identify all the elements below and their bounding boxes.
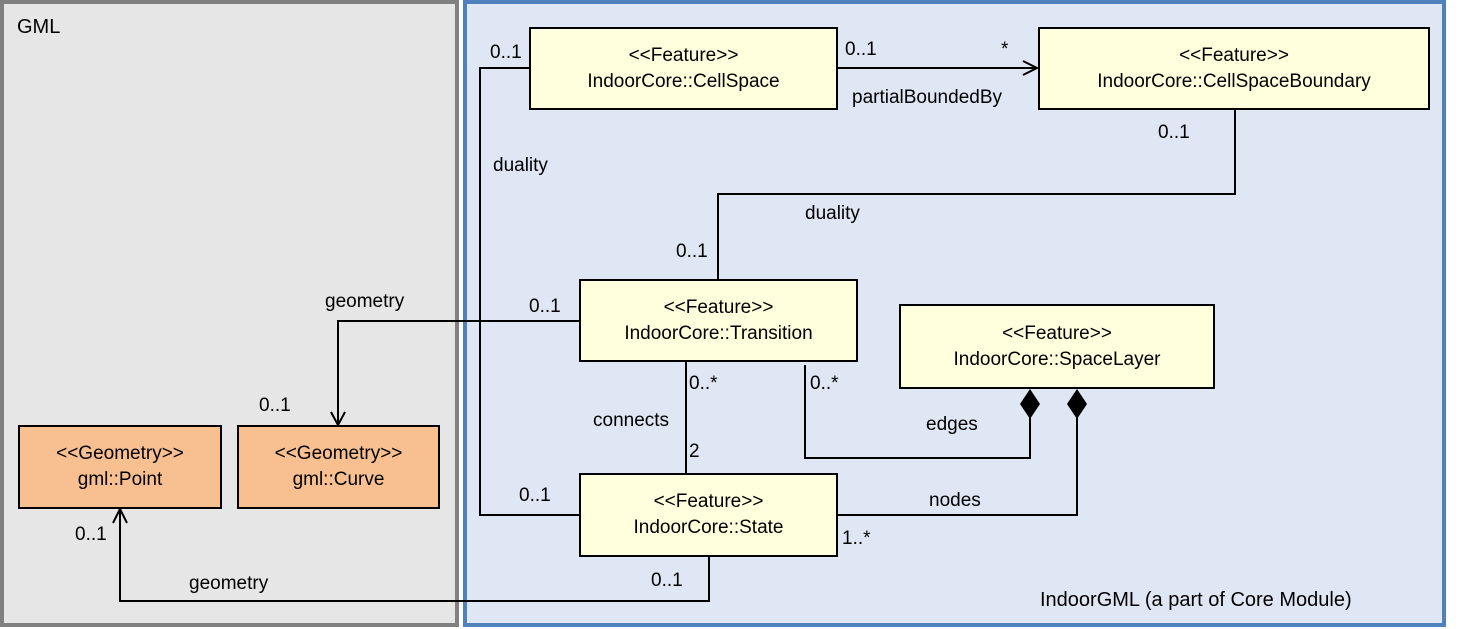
association-name-label: edges	[926, 414, 978, 435]
association-edges-line[interactable]	[804, 365, 1031, 459]
class-gml-curve[interactable]: <<Geometry>> gml::Curve	[237, 425, 440, 509]
association-name-label: nodes	[929, 490, 981, 511]
class-gml-point[interactable]: <<Geometry>> gml::Point	[18, 425, 222, 509]
association-name-label: geometry	[189, 573, 269, 594]
class-stereotype: <<Feature>>	[653, 491, 764, 512]
multiplicity-label: 0..1	[490, 42, 522, 63]
association-name-label: geometry	[325, 291, 405, 312]
class-name: IndoorCore::State	[633, 517, 784, 538]
association-geometry-state-line[interactable]	[119, 509, 710, 602]
class-state[interactable]: <<Feature>> IndoorCore::State	[579, 473, 838, 557]
class-name: gml::Point	[77, 469, 163, 490]
multiplicity-label: 1..*	[842, 528, 871, 549]
multiplicity-label: 0..*	[689, 373, 718, 394]
association-name-label: duality	[805, 203, 860, 224]
multiplicity-label: *	[1001, 39, 1009, 60]
multiplicity-label: 0..1	[529, 296, 561, 317]
open-arrowhead-icon	[112, 506, 128, 524]
composition-diamond-icon	[1067, 389, 1087, 419]
association-name-label: duality	[493, 155, 548, 176]
class-cellspaceboundary[interactable]: <<Feature>> IndoorCore::CellSpaceBoundar…	[1038, 27, 1430, 110]
class-name: IndoorCore::Transition	[624, 322, 813, 344]
association-name-label: partialBoundedBy	[852, 87, 1002, 108]
multiplicity-label: 0..1	[259, 395, 291, 416]
open-arrowhead-icon	[1022, 60, 1040, 76]
association-nodes-line[interactable]	[837, 418, 1078, 516]
multiplicity-label: 0..1	[75, 524, 107, 545]
association-duality-boundary-transition-line[interactable]	[717, 110, 1236, 279]
association-name-label: connects	[593, 410, 670, 431]
class-name: gml::Curve	[292, 469, 385, 490]
class-name: IndoorCore::CellSpaceBoundary	[1097, 70, 1371, 92]
package-indoorgml-title: IndoorGML (a part of Core Module)	[1040, 589, 1352, 611]
multiplicity-label: 0..1	[845, 39, 877, 60]
multiplicity-label: 0..1	[519, 485, 551, 506]
association-duality-cellspace-state-line[interactable]	[479, 67, 580, 516]
class-spacelayer[interactable]: <<Feature>> IndoorCore::SpaceLayer	[899, 304, 1215, 389]
class-stereotype: <<Feature>>	[1002, 322, 1112, 344]
class-name: IndoorCore::SpaceLayer	[953, 348, 1161, 370]
multiplicity-label: 0..1	[1158, 122, 1190, 143]
class-stereotype: <<Feature>>	[628, 44, 739, 66]
class-stereotype: <<Geometry>>	[274, 443, 403, 464]
multiplicity-label: 0..1	[651, 570, 683, 591]
multiplicity-label: 2	[689, 441, 700, 462]
package-gml-title: GML	[17, 16, 61, 38]
multiplicity-label: 0..1	[676, 241, 708, 262]
class-stereotype: <<Geometry>>	[56, 443, 184, 464]
composition-diamond-icon	[1020, 389, 1040, 419]
multiplicity-label: 0..*	[810, 373, 839, 394]
class-stereotype: <<Feature>>	[663, 296, 774, 318]
package-gml	[0, 0, 459, 627]
association-geometry-transition-line[interactable]	[337, 320, 580, 425]
class-name: IndoorCore::CellSpace	[587, 70, 780, 92]
class-stereotype: <<Feature>>	[1179, 44, 1289, 66]
class-cellspace[interactable]: <<Feature>> IndoorCore::CellSpace	[529, 27, 838, 110]
class-transition[interactable]: <<Feature>> IndoorCore::Transition	[579, 279, 858, 362]
